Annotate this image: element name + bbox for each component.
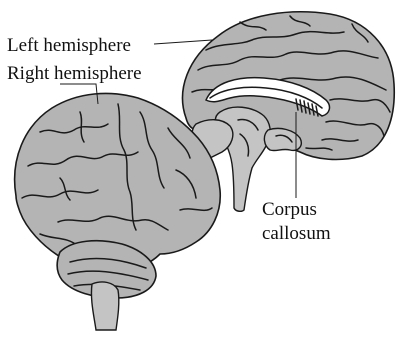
label-corpus: Corpus: [262, 200, 317, 220]
leader-left-hemisphere: [154, 40, 212, 44]
label-left-hemisphere: Left hemisphere: [7, 36, 131, 56]
right-hemisphere: [15, 93, 221, 330]
label-right-hemisphere: Right hemisphere: [7, 64, 142, 84]
brainstem-lateral: [91, 282, 118, 330]
label-callosum: callosum: [262, 224, 331, 244]
